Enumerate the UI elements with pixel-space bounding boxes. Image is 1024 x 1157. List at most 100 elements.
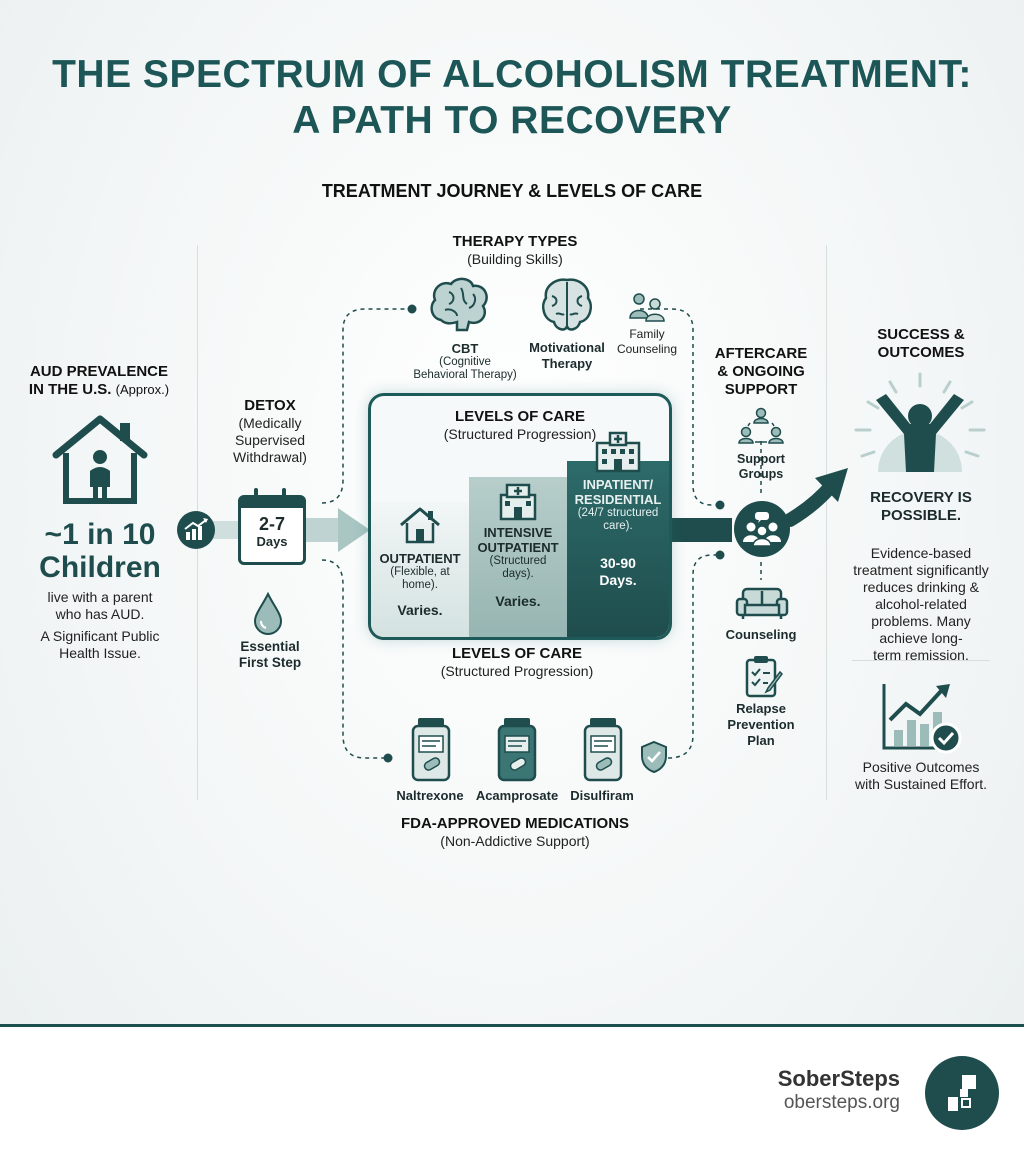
aftercare-heading-line1: AFTERCARE bbox=[714, 345, 808, 362]
therapy-sub: (Building Skills) bbox=[467, 251, 563, 267]
therapy-motivational-line1: Motivational bbox=[529, 340, 605, 355]
prevalence-stat-line2: Children bbox=[39, 551, 161, 584]
brand-block: SoberSteps obersteps.org bbox=[778, 1066, 900, 1114]
support-groups-line1: Support bbox=[737, 452, 785, 466]
therapy-motivational-line2: Therapy bbox=[541, 356, 593, 371]
inpatient-desc-line1: (24/7 structured bbox=[577, 507, 659, 519]
water-drop-icon bbox=[253, 592, 283, 635]
calendar-header bbox=[241, 498, 303, 508]
prevalence-note: (Approx.) bbox=[115, 382, 170, 397]
disulfiram-bottle-icon bbox=[583, 718, 623, 782]
medication-disulfiram: Disulfiram bbox=[570, 788, 634, 803]
levels-card-sub: (Structured Progression) bbox=[443, 426, 597, 442]
prevalence-heading-line1: AUD PREVALENCE bbox=[29, 363, 169, 380]
medications-title: FDA-APPROVED MEDICATIONS bbox=[400, 815, 630, 832]
therapy-cbt-sub-line1: (Cognitive bbox=[439, 356, 491, 368]
aftercare-heading-line3: SUPPORT bbox=[724, 381, 798, 398]
acamprosate-bottle-icon bbox=[497, 718, 537, 782]
recovery-line2: POSSIBLE. bbox=[880, 507, 962, 524]
intensive-duration: Varies. bbox=[495, 593, 541, 609]
aftercare-heading-line2: & ONGOING bbox=[717, 363, 805, 380]
prevalence-desc-line1: live with a parent bbox=[47, 589, 153, 605]
therapy-cbt-sub-line2: Behavioral Therapy) bbox=[413, 369, 517, 381]
brand-logo-icon[interactable] bbox=[924, 1055, 1000, 1131]
outpatient-desc-line1: (Flexible, at bbox=[390, 566, 450, 578]
relapse-line1: Relapse bbox=[736, 701, 786, 716]
positive-outcomes-line1: Positive Outcomes bbox=[862, 759, 980, 775]
house-parent-icon bbox=[52, 415, 148, 504]
brand-url: obersteps.org bbox=[783, 1092, 900, 1113]
outpatient-desc-line2: home). bbox=[402, 579, 438, 591]
title-line-1: THE SPECTRUM OF ALCOHOLISM TREATMENT: bbox=[52, 53, 972, 96]
recovery-desc-line6: achieve long- bbox=[879, 630, 963, 646]
recovery-desc-line1: Evidence-based bbox=[870, 545, 972, 561]
levels-of-care-card: LEVELS OF CARE (Structured Progression) … bbox=[368, 393, 672, 640]
relapse-plan: Relapse Prevention Plan bbox=[711, 701, 811, 749]
brain-motivational-icon bbox=[542, 278, 592, 331]
medication-naltrexone: Naltrexone bbox=[396, 788, 464, 803]
prevalence-stat: ~1 in 10 Children bbox=[20, 518, 180, 584]
medication-bottles-icons bbox=[411, 718, 623, 782]
success-divider bbox=[852, 660, 990, 661]
trend-chart-badge-icon bbox=[177, 511, 215, 549]
prevalence-desc: live with a parent who has AUD. A Signif… bbox=[20, 589, 180, 662]
celebrating-person-icon bbox=[854, 372, 986, 472]
hospital-icon bbox=[595, 431, 641, 473]
prevalence-heading-line2: IN THE U.S. bbox=[28, 381, 112, 398]
family-icon bbox=[629, 293, 665, 322]
outpatient-duration: Varies. bbox=[397, 602, 443, 618]
therapy-heading: THERAPY TYPES (Building Skills) bbox=[400, 233, 630, 268]
detox-calendar-icon: 2-7 Days bbox=[238, 495, 306, 565]
inpatient-desc-line2: care). bbox=[603, 520, 633, 532]
success-heading: SUCCESS & OUTCOMES bbox=[850, 326, 992, 362]
detox-sub-line1: (Medically bbox=[238, 415, 302, 431]
detox-heading: DETOX (Medically Supervised Withdrawal) bbox=[215, 397, 325, 466]
medication-acamprosate: Acamprosate bbox=[475, 788, 559, 803]
inpatient-duration-line1: 30-90 bbox=[600, 555, 636, 571]
shield-check-icon bbox=[641, 740, 667, 774]
positive-outcomes-line2: with Sustained Effort. bbox=[854, 776, 988, 792]
aftercare-heading: AFTERCARE & ONGOING SUPPORT bbox=[706, 345, 816, 399]
therapy-title: THERAPY TYPES bbox=[452, 233, 578, 250]
detox-title: DETOX bbox=[244, 397, 296, 414]
home-icon bbox=[400, 507, 440, 544]
inpatient-name-line1: INPATIENT/ bbox=[582, 477, 654, 492]
intensive-name-line2: OUTPATIENT bbox=[477, 540, 559, 555]
recovery-desc-line3: reduces drinking & bbox=[863, 579, 979, 595]
levels-below-sub: (Structured Progression) bbox=[440, 663, 594, 679]
outpatient-column: OUTPATIENT (Flexible, at home). Varies. bbox=[371, 502, 469, 637]
therapy-cbt-label: CBT bbox=[451, 341, 479, 356]
prevalence-heading: AUD PREVALENCE IN THE U.S. (Approx.) bbox=[14, 363, 184, 399]
subtitle: TREATMENT JOURNEY & LEVELS OF CARE bbox=[321, 181, 703, 201]
recovery-heading: RECOVERY IS POSSIBLE. bbox=[845, 489, 997, 525]
success-heading-line1: SUCCESS & bbox=[877, 326, 965, 343]
levels-card-title: LEVELS OF CARE bbox=[454, 408, 585, 425]
positive-outcomes: Positive Outcomes with Sustained Effort. bbox=[840, 759, 1002, 793]
detox-step-line1: Essential bbox=[240, 639, 300, 654]
footer bbox=[0, 1024, 1024, 1157]
recovery-desc-line4: alcohol-related bbox=[875, 596, 967, 612]
title-line-2: A PATH TO RECOVERY bbox=[292, 99, 732, 142]
detox-step-line2: First Step bbox=[238, 655, 302, 670]
inpatient-name-line2: RESIDENTIAL bbox=[574, 492, 662, 507]
intensive-desc-line1: (Structured bbox=[489, 555, 547, 567]
relapse-line2: Prevention bbox=[727, 717, 795, 732]
medications-sub: (Non-Addictive Support) bbox=[440, 833, 590, 849]
prevalence-desc-line3: A Significant Public bbox=[40, 628, 160, 644]
divider-right bbox=[826, 245, 827, 800]
intensive-name-line1: INTENSIVE bbox=[483, 525, 553, 540]
intensive-desc-line2: days). bbox=[502, 568, 534, 580]
intensive-outpatient-column: INTENSIVE OUTPATIENT (Structured days). … bbox=[469, 477, 567, 637]
support-circle-icon bbox=[738, 407, 784, 444]
calendar-rings-icon bbox=[254, 488, 286, 500]
detox-range: 2-7 bbox=[258, 514, 285, 534]
relapse-line3: Plan bbox=[747, 733, 775, 748]
couch-icon bbox=[735, 587, 789, 619]
prevalence-stat-line1: ~1 in 10 bbox=[44, 518, 156, 551]
brand-name: SoberSteps bbox=[777, 1066, 900, 1091]
success-heading-line2: OUTCOMES bbox=[877, 344, 965, 361]
brain-cbt-icon bbox=[430, 277, 488, 332]
medications-heading: FDA-APPROVED MEDICATIONS (Non-Addictive … bbox=[360, 815, 670, 850]
growth-chart-check-icon bbox=[882, 684, 962, 754]
levels-below-title: LEVELS OF CARE bbox=[451, 645, 582, 662]
